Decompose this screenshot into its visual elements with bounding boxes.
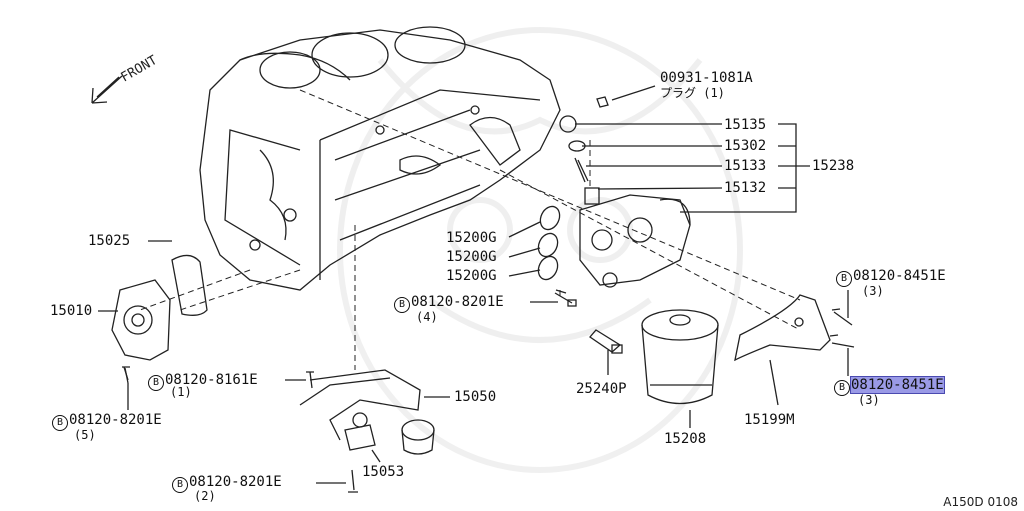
oil-filter-bracket	[579, 194, 691, 288]
callout-15135: 15135	[724, 117, 767, 133]
callout-plug: 00931-1081A	[660, 70, 753, 86]
callout-15200g-1: 15200G	[446, 230, 497, 246]
front-arrow-icon	[91, 75, 123, 104]
callout-bolt-8451-top-qty: (3)	[862, 284, 884, 298]
callout-bolt-8201-left-qty: (5)	[74, 428, 96, 442]
bolt-ref-icon: B	[148, 375, 164, 391]
callout-plug-sub: プラグ (1)	[660, 86, 725, 100]
callout-15010: 15010	[50, 303, 93, 319]
callout-15025: 15025	[88, 233, 131, 249]
callout-bolt-8451-bot-qty: (3)	[858, 393, 880, 407]
callout-bolt-8161-qty: (1)	[170, 385, 192, 399]
front-label: FRONT	[119, 53, 161, 86]
callout-15200g-3: 15200G	[446, 268, 497, 284]
bolt-ref-icon: B	[172, 477, 188, 493]
callout-25240p: 25240P	[576, 381, 627, 397]
callout-15132: 15132	[724, 180, 767, 196]
bolt-ref-icon: B	[836, 271, 852, 287]
bolt-ref-icon: B	[394, 297, 410, 313]
bolt-ref-icon: B	[834, 380, 850, 396]
callout-15238: 15238	[812, 158, 855, 174]
bolt-ref-icon: B	[52, 415, 68, 431]
callout-bolt-8201-bottom-qty: (2)	[194, 489, 216, 503]
callout-15208: 15208	[664, 431, 707, 447]
callout-15199m: 15199M	[744, 412, 795, 428]
callout-bolt-8201-mid-qty: (4)	[416, 310, 438, 324]
engine-block	[199, 26, 561, 291]
diagram-code: A150D 0108	[943, 495, 1018, 509]
callout-15200g-2: 15200G	[446, 249, 497, 265]
callout-15302: 15302	[724, 138, 767, 154]
oil-filter	[641, 309, 719, 405]
leader-lines	[98, 85, 849, 484]
watermark	[337, 27, 743, 473]
callout-15050: 15050	[454, 389, 497, 405]
callout-15133: 15133	[724, 158, 767, 174]
highlighted-part-number[interactable]: 08120-8451E	[850, 376, 945, 394]
guide-lines	[139, 89, 801, 370]
callout-15053: 15053	[362, 464, 405, 480]
